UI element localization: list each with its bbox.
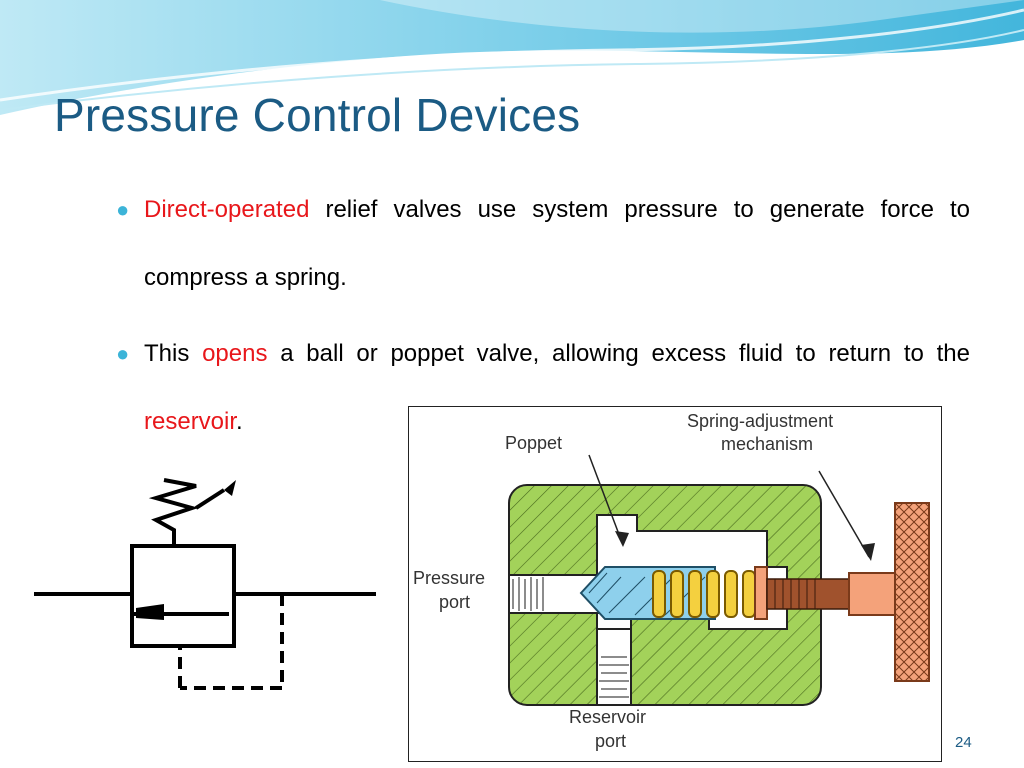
label-pressure: Pressure [413, 568, 486, 588]
bullet-text: relief valves use system pressure to gen… [144, 196, 970, 291]
label-reservoir: Reservoir [569, 707, 647, 727]
bullet-text-post: . [236, 408, 243, 435]
header-wave-decoration [0, 0, 1024, 115]
label-spring-adjustment: Spring-adjustment [687, 411, 834, 431]
bullet-opens: ● This opens a ball or poppet valve, all… [116, 320, 970, 456]
bullet-text-mid: a ball or poppet valve, allowing excess … [267, 340, 970, 367]
label-mechanism: mechanism [721, 434, 814, 454]
relief-valve-cross-section: Poppet Spring-adjustment mechanism Press… [408, 406, 942, 762]
highlight-direct-operated: Direct-operated [144, 196, 310, 223]
label-pressure-port: port [439, 592, 471, 612]
bullet-dot-icon: ● [116, 341, 130, 366]
page-number: 24 [955, 734, 972, 751]
label-reservoir-port: port [595, 731, 627, 751]
highlight-opens: opens [202, 340, 268, 367]
bullet-direct-operated: ● Direct-operated relief valves use syst… [116, 176, 970, 312]
relief-valve-symbol [34, 478, 376, 690]
bullet-dot-icon: ● [116, 197, 130, 222]
slide-title: Pressure Control Devices [54, 89, 581, 141]
label-poppet: Poppet [505, 433, 563, 453]
bullet-text-pre: This [144, 340, 203, 367]
highlight-reservoir: reservoir [144, 408, 237, 435]
valve-section-drawing [508, 454, 930, 706]
